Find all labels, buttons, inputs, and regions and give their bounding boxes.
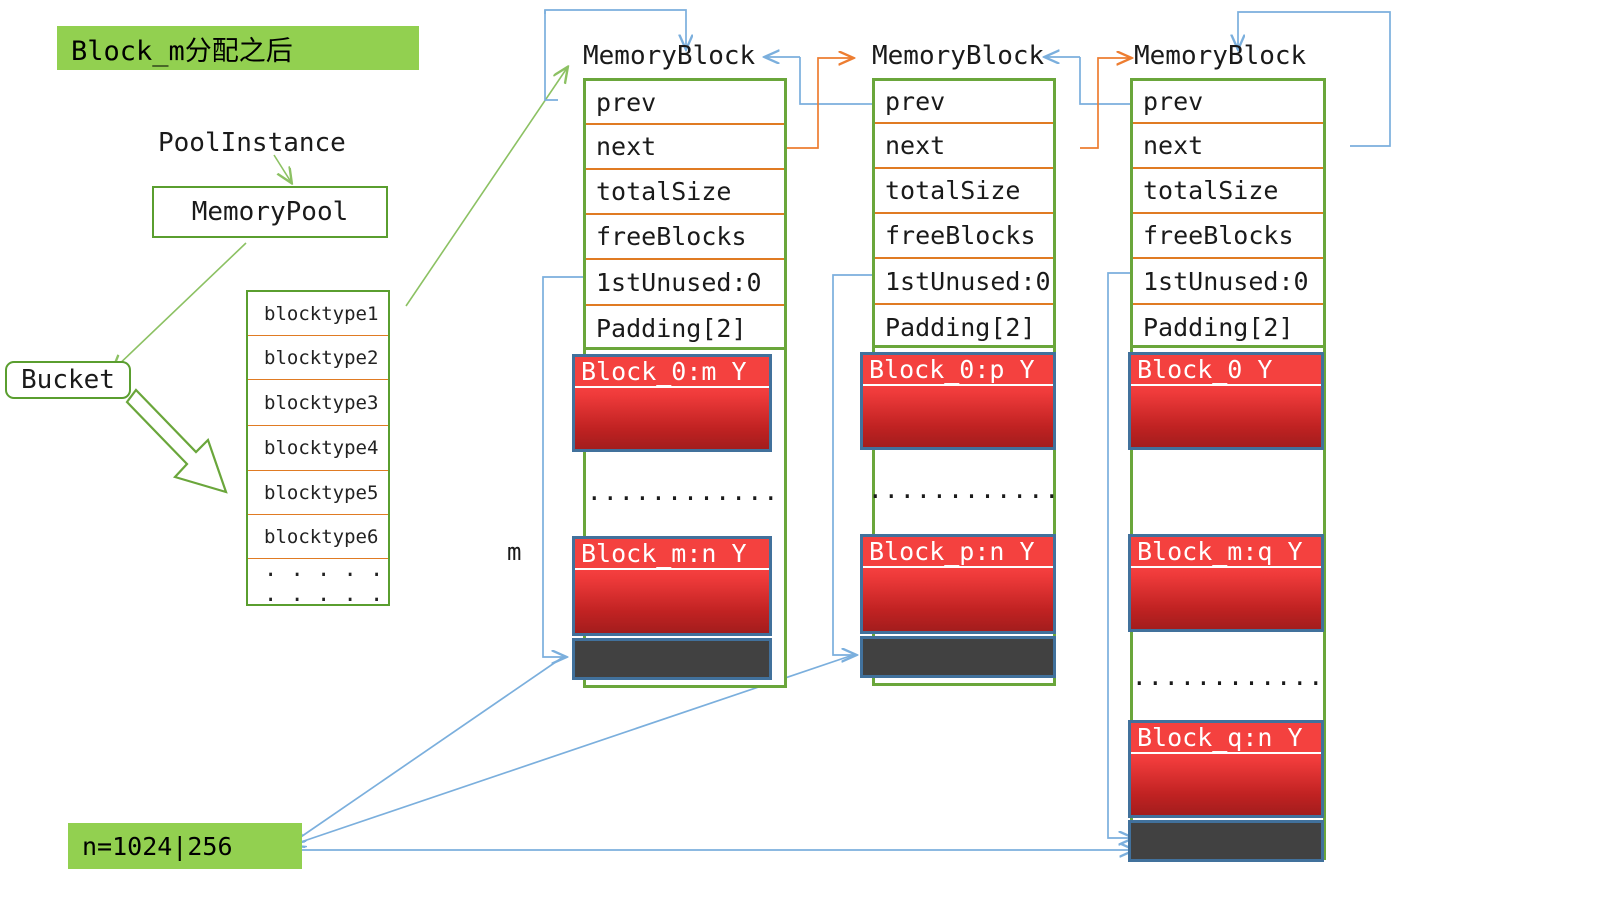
- field-prev[interactable]: prev: [1133, 81, 1323, 124]
- pool-instance-label: PoolInstance: [158, 128, 346, 158]
- allocated-block[interactable]: Block_0:p Y: [860, 352, 1056, 450]
- allocated-block[interactable]: Block_p:n Y: [860, 534, 1056, 634]
- ellipsis: ............: [586, 476, 780, 506]
- memoryblock-fields-1: prev next totalSize freeBlocks 1stUnused…: [583, 78, 787, 350]
- unused-tail-block[interactable]: [860, 636, 1056, 678]
- field-padding[interactable]: Padding[2]: [885, 312, 1036, 342]
- allocated-block[interactable]: Block_m:n Y: [572, 536, 772, 636]
- field-1stunused[interactable]: 1stUnused:0: [875, 259, 1053, 305]
- allocated-block[interactable]: Block_q:n Y: [1128, 720, 1324, 818]
- m-span-label: m: [507, 538, 522, 566]
- memoryblock-fields-2: prev next totalSize freeBlocks 1stUnused…: [872, 78, 1056, 348]
- field-freeblocks[interactable]: freeBlocks: [586, 215, 784, 260]
- field-padding[interactable]: Padding[2]: [596, 314, 747, 343]
- allocated-block-label: Block_m:n Y: [575, 539, 769, 570]
- list-item[interactable]: blocktype1: [248, 292, 388, 336]
- field-freeblocks[interactable]: freeBlocks: [875, 214, 1053, 259]
- allocated-block-label: Block_0 Y: [1131, 355, 1321, 386]
- list-item[interactable]: blocktype5: [248, 471, 388, 515]
- allocated-block-label: Block_p:n Y: [863, 537, 1053, 568]
- field-next[interactable]: next: [875, 124, 1053, 169]
- list-item[interactable]: blocktype2: [248, 336, 388, 380]
- blocktype-list: blocktype1 blocktype2 blocktype3 blockty…: [246, 290, 390, 607]
- list-item[interactable]: . . . . . . . . . .: [264, 556, 384, 607]
- allocated-block-label: Block_m:q Y: [1131, 537, 1321, 568]
- list-item[interactable]: blocktype6: [248, 515, 388, 559]
- title-banner: Block_m分配之后: [57, 26, 419, 70]
- field-prev[interactable]: prev: [586, 81, 784, 125]
- memoryblock-fields-3: prev next totalSize freeBlocks 1stUnused…: [1130, 78, 1326, 348]
- bucket-to-blocktype-arrow: [125, 388, 228, 494]
- field-totalsize[interactable]: totalSize: [875, 169, 1053, 214]
- bucket-box[interactable]: Bucket: [5, 361, 131, 399]
- ellipsis: ............: [1131, 661, 1325, 691]
- field-padding[interactable]: Padding[2]: [1143, 312, 1294, 342]
- memoryblock-title-3: MemoryBlock: [1134, 41, 1307, 71]
- unused-tail-block[interactable]: [572, 638, 772, 680]
- field-next[interactable]: next: [586, 125, 784, 170]
- allocated-block[interactable]: Block_0:m Y: [572, 354, 772, 452]
- field-totalsize[interactable]: totalSize: [586, 170, 784, 215]
- field-totalsize[interactable]: totalSize: [1133, 169, 1323, 214]
- memory-pool-box[interactable]: MemoryPool: [152, 186, 388, 238]
- allocated-block-label: Block_0:p Y: [863, 355, 1053, 386]
- allocated-block[interactable]: Block_0 Y: [1128, 352, 1324, 450]
- field-freeblocks[interactable]: freeBlocks: [1133, 214, 1323, 259]
- field-1stunused[interactable]: 1stUnused:0: [586, 260, 784, 306]
- ellipsis: ............: [867, 474, 1061, 504]
- field-1stunused[interactable]: 1stUnused:0: [1133, 259, 1323, 305]
- allocated-block-label: Block_q:n Y: [1131, 723, 1321, 754]
- list-item[interactable]: blocktype4: [248, 426, 388, 471]
- list-item[interactable]: blocktype3: [248, 380, 388, 426]
- field-next[interactable]: next: [1133, 124, 1323, 169]
- field-prev[interactable]: prev: [875, 81, 1053, 124]
- memoryblock-title-1: MemoryBlock: [583, 41, 756, 71]
- allocated-block-label: Block_0:m Y: [575, 357, 769, 388]
- memoryblock-title-2: MemoryBlock: [872, 41, 1045, 71]
- allocated-block[interactable]: Block_m:q Y: [1128, 534, 1324, 632]
- unused-tail-block[interactable]: [1128, 820, 1324, 862]
- n-value-banner: n=1024|256: [68, 823, 302, 869]
